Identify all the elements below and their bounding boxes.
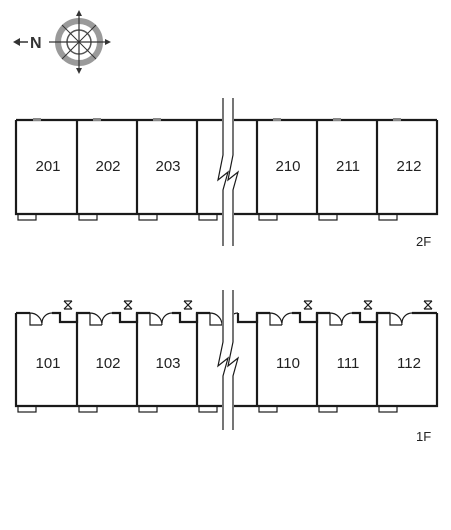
room-label: 112 [397, 355, 421, 372]
north-arrow-icon [13, 38, 28, 46]
window-markers [17, 405, 398, 413]
room-label: 201 [35, 158, 60, 175]
break-line-icon [217, 290, 240, 430]
floor-label-2f: 2F [416, 234, 431, 249]
door-swing-icons [29, 312, 413, 326]
room-label: 202 [95, 158, 120, 175]
room-label: 211 [336, 158, 360, 175]
balcony-markers [17, 213, 398, 221]
room-label: 203 [155, 158, 180, 175]
floor-label-1f: 1F [416, 429, 431, 444]
floor-1f-plan [14, 300, 439, 413]
room-label: 110 [276, 355, 300, 372]
room-label: 210 [275, 158, 300, 175]
window-markers [33, 118, 401, 121]
break-line-icon [217, 98, 240, 246]
compass-north-label: N [30, 35, 42, 52]
room-label: 102 [95, 355, 120, 372]
floor-2f-plan [14, 118, 439, 221]
room-label: 212 [396, 158, 421, 175]
meter-box-icons [63, 300, 433, 310]
room-label: 103 [155, 355, 180, 372]
compass-rose-icon [49, 10, 111, 74]
room-label: 111 [337, 355, 360, 372]
room-label: 101 [35, 355, 60, 372]
